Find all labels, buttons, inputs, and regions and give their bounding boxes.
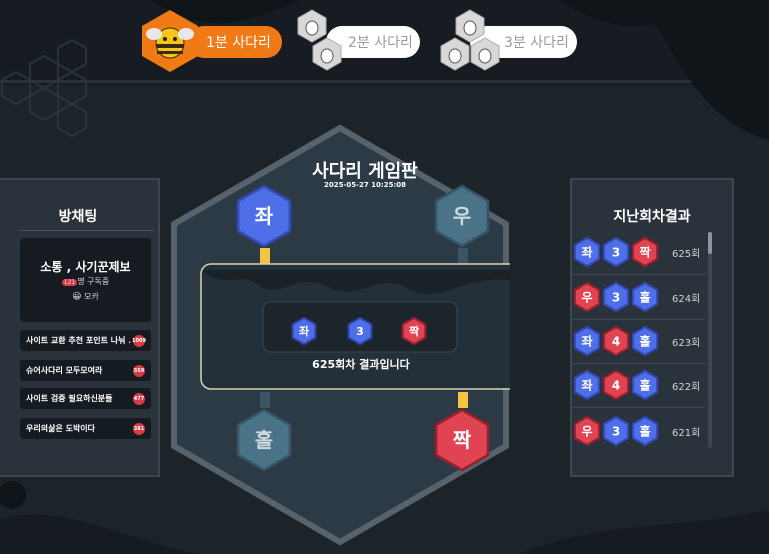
count-badge: 381 (133, 423, 145, 435)
history-lines-hex: 3 (602, 415, 630, 447)
tab-2min-ladder[interactable]: 2분 사다리 (326, 26, 420, 58)
hex-label: 짝 (453, 428, 472, 452)
tab-label: 3분 사다리 (504, 35, 569, 51)
hex-label: 우 (581, 290, 592, 304)
history-parity-hex: 홀 (631, 281, 659, 313)
bee-group-icon (297, 9, 342, 71)
history-side-hex: 좌 (573, 325, 601, 357)
row-divider (572, 407, 706, 408)
history-round: 622회 (672, 382, 701, 393)
connector (458, 392, 468, 408)
room-title: 사이트 교환 추천 포인트 나눠 ... (26, 336, 130, 345)
history-round: 624회 (672, 294, 701, 305)
hex-label: 3 (612, 290, 620, 304)
hex-label: 우 (453, 204, 471, 228)
history-lines-hex: 3 (602, 236, 630, 268)
hex-label: 좌 (581, 244, 592, 259)
result-side-hex: 좌 (291, 316, 317, 346)
history-parity-hex: 홀 (631, 325, 659, 357)
hex-label: 홀 (639, 377, 650, 392)
hex-label: 홀 (639, 423, 650, 438)
history-parity-hex: 홀 (631, 369, 659, 401)
history-parity-hex: 홀 (631, 415, 659, 447)
scrollbar-track[interactable] (708, 232, 712, 448)
subscriber-suffix: 명 구독중 (77, 277, 110, 286)
history-side-hex: 우 (573, 415, 601, 447)
tab-label: 1분 사다리 (206, 35, 271, 51)
divider (20, 230, 153, 231)
hex-label: 4 (612, 378, 620, 392)
history-side-hex: 좌 (573, 369, 601, 401)
history-round: 623회 (672, 338, 701, 349)
hex-label: 좌 (581, 377, 592, 392)
hex-label: 좌 (299, 324, 309, 338)
board-title: 사다리 게임판 (312, 161, 418, 182)
history-parity-hex: 짝 (631, 236, 659, 268)
hex-label: 4 (612, 334, 620, 348)
list-item[interactable]: 사이트 교환 추천 포인트 나눠 ...1009 (20, 330, 151, 351)
history-round: 621회 (672, 428, 701, 439)
hex-label: 3 (612, 245, 620, 259)
row-divider (572, 363, 706, 364)
list-item[interactable]: 우리의삶은 도박이다 381 (20, 418, 151, 439)
end-left-hex: 홀 (236, 408, 292, 472)
result-lines-hex: 3 (347, 316, 373, 346)
scrollbar-thumb[interactable] (708, 232, 712, 254)
hex-label: 좌 (581, 333, 592, 348)
header-divider (0, 80, 769, 83)
start-right-hex: 우 (434, 184, 490, 248)
board-datetime: 2025-05-27 10:25:08 (323, 181, 407, 189)
room-name: 소통 , 사기꾼제보 (40, 260, 131, 274)
hex-label: 홀 (639, 333, 650, 348)
hex-label: 3 (612, 424, 620, 438)
history-lines-hex: 4 (602, 325, 630, 357)
room-title: 슈어사다리 모두모여라 (26, 366, 103, 375)
room-owner: 😀 모카 (20, 291, 151, 302)
history-lines-hex: 4 (602, 369, 630, 401)
count-badge: 1009 (132, 335, 146, 347)
hex-label: 홀 (639, 289, 650, 304)
hex-label: 좌 (255, 204, 274, 228)
chat-title: 방채팅 (58, 209, 98, 225)
owner-name: 모카 (84, 292, 99, 301)
tab-1min-ladder[interactable]: 1분 사다리 (188, 26, 282, 58)
tab-label: 2분 사다리 (348, 35, 413, 51)
hex-label: 우 (581, 424, 592, 438)
start-left-hex: 좌 (236, 184, 292, 248)
bee-icon (142, 10, 198, 72)
list-item[interactable]: 슈어사다리 모두모여라 559 (20, 360, 151, 381)
result-parity-hex: 짝 (401, 316, 427, 346)
bee-trio-icon (440, 9, 500, 71)
count-badge: 477 (133, 393, 145, 405)
end-right-hex: 짝 (434, 408, 490, 472)
row-divider (572, 274, 706, 275)
connector (260, 248, 270, 264)
hex-label: 짝 (639, 245, 650, 259)
list-item[interactable]: 사이트 검증 필요하신분들 477 (20, 388, 151, 409)
room-title: 사이트 검증 필요하신분들 (26, 394, 113, 403)
emoji-icon: 😀 (72, 292, 82, 302)
connector (260, 392, 270, 408)
history-side-hex: 우 (573, 281, 601, 313)
history-title: 지난회차결과 (613, 209, 691, 225)
history-side-hex: 좌 (573, 236, 601, 268)
row-divider (572, 319, 706, 320)
connector (458, 248, 468, 264)
hex-label: 짝 (409, 324, 419, 338)
history-lines-hex: 3 (602, 281, 630, 313)
hex-label: 3 (356, 325, 364, 338)
history-round: 625회 (672, 249, 701, 260)
result-text: 625회차 결과입니다 (312, 358, 410, 371)
hex-label: 홀 (255, 428, 273, 452)
room-title: 우리의삶은 도박이다 (26, 424, 96, 433)
subscriber-count: 121 (61, 279, 78, 286)
count-badge: 559 (133, 365, 145, 377)
